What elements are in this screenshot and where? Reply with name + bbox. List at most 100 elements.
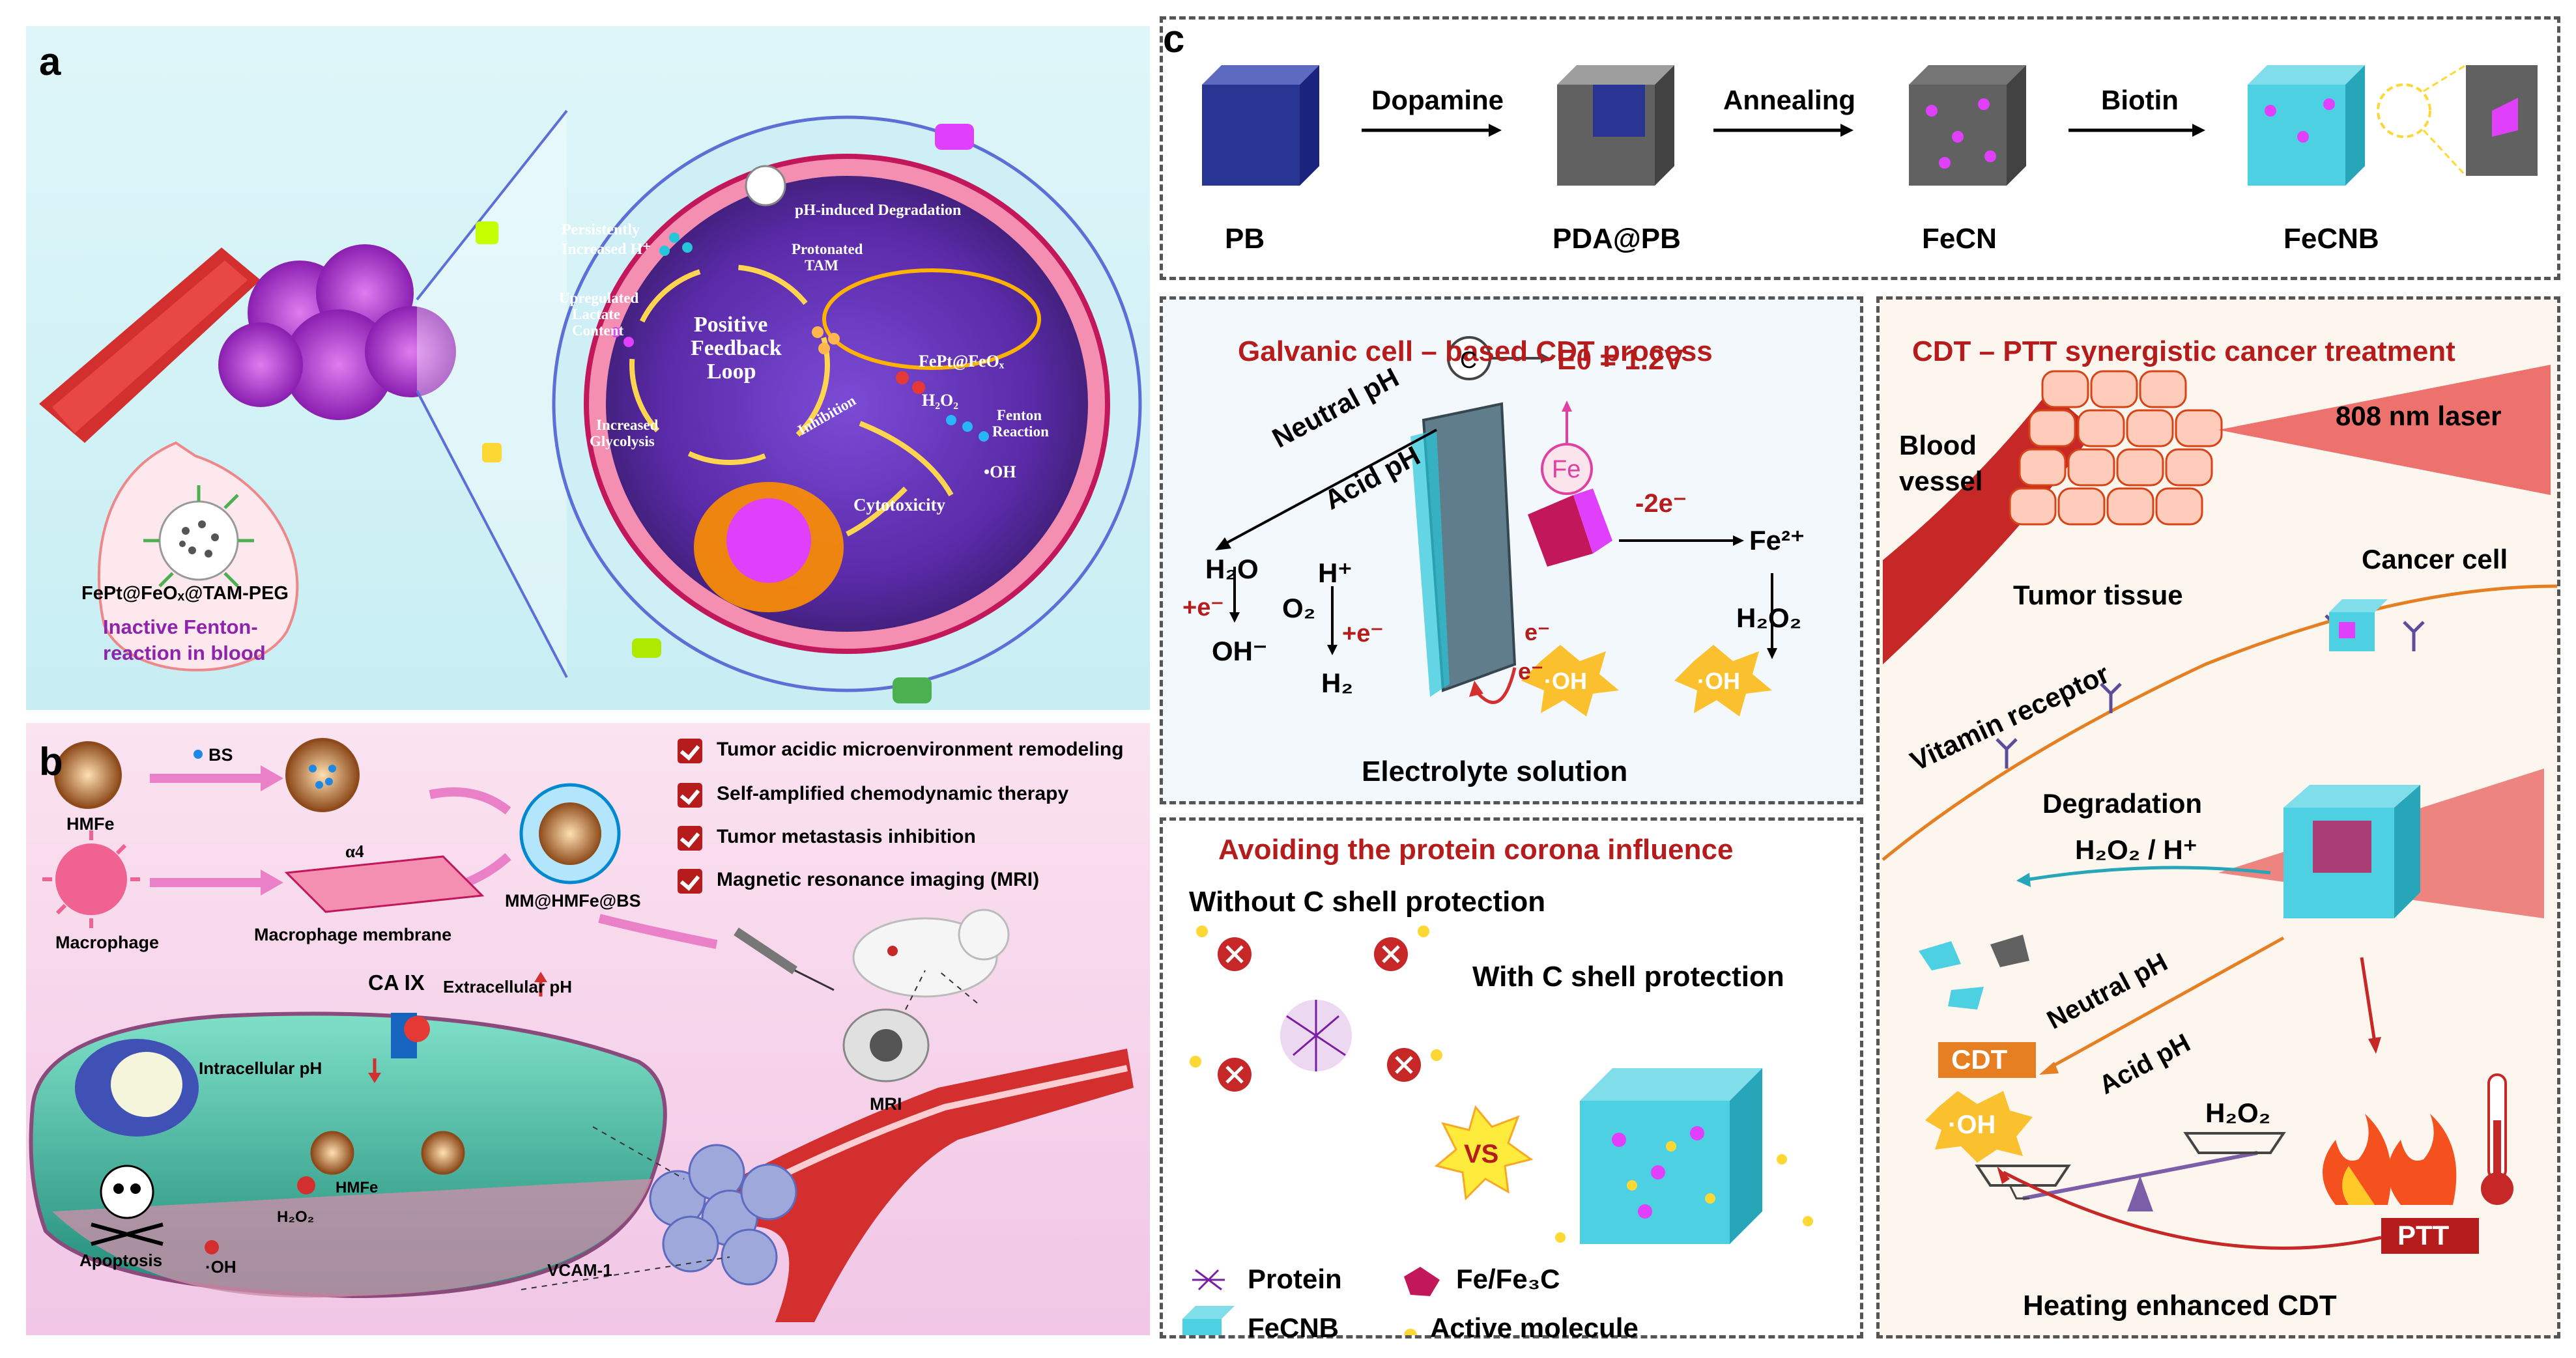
o2-label: O₂ bbox=[1282, 593, 1316, 623]
label-fept: FePt@FeOₓ bbox=[919, 352, 1005, 371]
tumor-tissue-cells bbox=[2009, 370, 2223, 526]
bullet-item: Tumor acidic microenvironment remodeling bbox=[717, 739, 1124, 760]
bs-label: BS bbox=[208, 745, 233, 765]
panel-c-synthesis: c PB PDA@PB FeCN FeCNB Dopamine Annealin… bbox=[1160, 16, 2560, 280]
carbon-c-label: C bbox=[1460, 347, 1477, 373]
with-shell-label: With C shell protection bbox=[1472, 961, 1784, 993]
electrolyte-label: Electrolyte solution bbox=[1362, 756, 1628, 787]
degradation-label: Degradation bbox=[2042, 788, 2203, 819]
ohminus-label: OH⁻ bbox=[1212, 636, 1268, 666]
synthesis-illustration bbox=[1202, 64, 2538, 186]
panel-a: a FePt@FeOₓ@TAM-PEG Inactive Fenton- rea… bbox=[26, 26, 1150, 710]
mm-hmfe-bs-label: MM@HMFe@BS bbox=[505, 891, 641, 911]
check-icon bbox=[678, 739, 702, 763]
ptt-box bbox=[2381, 1218, 2479, 1254]
cancer-cell-label: Cancer cell bbox=[2362, 544, 2508, 574]
label-lactate: Lactate bbox=[572, 306, 621, 322]
panel-c-letter: c bbox=[1163, 17, 1185, 61]
intracellular-label: Intracellular pH bbox=[199, 1058, 322, 1078]
pb-cube bbox=[1202, 65, 1319, 186]
hmfe-inner-label: HMFe bbox=[336, 1179, 379, 1196]
arrow-biotin: Biotin bbox=[2101, 85, 2179, 115]
tumor-cluster bbox=[218, 244, 456, 420]
panel-c-galvanic: Galvanic cell – based CDT process C Eθ =… bbox=[1160, 296, 1863, 804]
cdt-box bbox=[1938, 1042, 2036, 1078]
ptt-label: PTT bbox=[2397, 1220, 2450, 1251]
panel-c-synergy: CDT – PTT synergistic cancer treatment B… bbox=[1876, 296, 2560, 1338]
label-ph-degradation: pH-induced Degradation bbox=[795, 202, 962, 219]
synergy-title: CDT – PTT synergistic cancer treatment bbox=[1912, 335, 2455, 367]
ca-ix-label: CA IX bbox=[368, 970, 425, 995]
h2o2-label: H₂O₂ bbox=[1736, 602, 1802, 633]
check-icon bbox=[678, 783, 702, 808]
label-tam: TAM bbox=[805, 257, 838, 274]
potential-label: Eθ = 1.2V bbox=[1557, 344, 1683, 376]
protected-fecnb bbox=[1555, 1068, 1813, 1244]
heating-label: Heating enhanced CDT bbox=[2023, 1290, 2337, 1322]
pda-pb-cube bbox=[1557, 65, 1674, 186]
blood-vessel-label-1: Blood bbox=[1899, 430, 1977, 460]
galvanic-title: Galvanic cell – based CDT process bbox=[1238, 335, 1713, 367]
blocked-molecules bbox=[1218, 937, 1421, 1092]
alpha4-label: α4 bbox=[345, 842, 364, 861]
arrow-dopamine: Dopamine bbox=[1371, 85, 1504, 115]
laser-label: 808 nm laser bbox=[2336, 401, 2502, 431]
check-icon bbox=[678, 826, 702, 851]
extracellular-label: Extracellular pH bbox=[443, 977, 572, 997]
membrane-label: Macrophage membrane bbox=[254, 925, 452, 944]
h2o2-balance-label: H₂O₂ bbox=[2205, 1097, 2271, 1128]
step-pda-pb: PDA@PB bbox=[1553, 223, 1681, 255]
fe2-label: Fe²⁺ bbox=[1749, 525, 1805, 556]
corona-title: Avoiding the protein corona influence bbox=[1218, 834, 1734, 866]
minus-2e-label: -2e⁻ bbox=[1635, 489, 1687, 518]
h2-label: H₂ bbox=[1321, 668, 1353, 698]
legend-protein: Protein bbox=[1248, 1264, 1342, 1294]
label-glycolysis: Glycolysis bbox=[590, 433, 655, 449]
fecn-cube bbox=[1909, 65, 2026, 186]
check-icon bbox=[678, 869, 702, 894]
arrow-annealing: Annealing bbox=[1723, 85, 1856, 115]
e-minus-1: e⁻ bbox=[1524, 619, 1551, 645]
fe-label: Fe bbox=[1552, 456, 1581, 483]
cdt-label: CDT bbox=[1951, 1044, 2008, 1075]
panel-a-illustration bbox=[39, 109, 1142, 703]
label-cytotoxicity: Cytotoxicity bbox=[853, 495, 945, 515]
label-oh: •OH bbox=[984, 462, 1016, 481]
blood-vessel-label-2: vessel bbox=[1899, 466, 1983, 496]
legend-fecnb: FeCNB bbox=[1248, 1312, 1339, 1343]
step-fecnb: FeCNB bbox=[2283, 223, 2379, 255]
h2o-label: H₂O bbox=[1205, 554, 1259, 584]
inactive-fenton-line-2: reaction in blood bbox=[103, 642, 266, 664]
inactive-fenton-line-1: Inactive Fenton- bbox=[103, 615, 258, 638]
nanoparticle-label: FePt@FeOₓ@TAM-PEG bbox=[81, 583, 289, 604]
oh-cdt-label: ·OH bbox=[1948, 1110, 1996, 1139]
label-reaction: Reaction bbox=[992, 423, 1049, 440]
tumor-tissue-label: Tumor tissue bbox=[2013, 580, 2183, 610]
mri-label: MRI bbox=[870, 1094, 902, 1114]
bullet-item: Tumor metastasis inhibition bbox=[717, 826, 976, 847]
oh-label-1: ·OH bbox=[1544, 668, 1587, 694]
oh-label-2: ·OH bbox=[1697, 668, 1740, 694]
galvanic-illustration bbox=[1215, 336, 1777, 716]
label-h2o2: H₂O₂ bbox=[922, 391, 959, 410]
macrophage-label: Macrophage bbox=[55, 933, 160, 952]
label-loop: Loop bbox=[707, 360, 756, 384]
label-upregulated: Upregulated bbox=[559, 290, 639, 306]
h2o2-h-label: H₂O₂ / H⁺ bbox=[2075, 834, 2197, 865]
bullet-item: Self-amplified chemodynamic therapy bbox=[717, 783, 1069, 804]
panel-a-letter: a bbox=[39, 40, 61, 83]
fecnb-in-cell bbox=[2283, 785, 2420, 918]
vessel-b bbox=[710, 1049, 1134, 1322]
synergy-illustration bbox=[1882, 365, 2557, 1254]
label-protonated: Protonated bbox=[792, 241, 863, 257]
fecnb-cube bbox=[2248, 64, 2538, 186]
legend-fe: Fe/Fe₃C bbox=[1456, 1264, 1560, 1294]
plus-e-2: +e⁻ bbox=[1342, 620, 1384, 647]
step-fecn: FeCN bbox=[1922, 223, 1997, 255]
label-positive: Positive bbox=[694, 313, 768, 337]
label-persistently: Persistently bbox=[562, 221, 640, 238]
e-minus-2: e⁻ bbox=[1518, 658, 1544, 685]
without-shell-label: Without C shell protection bbox=[1189, 886, 1546, 918]
oh-label: ·OH bbox=[205, 1257, 236, 1277]
